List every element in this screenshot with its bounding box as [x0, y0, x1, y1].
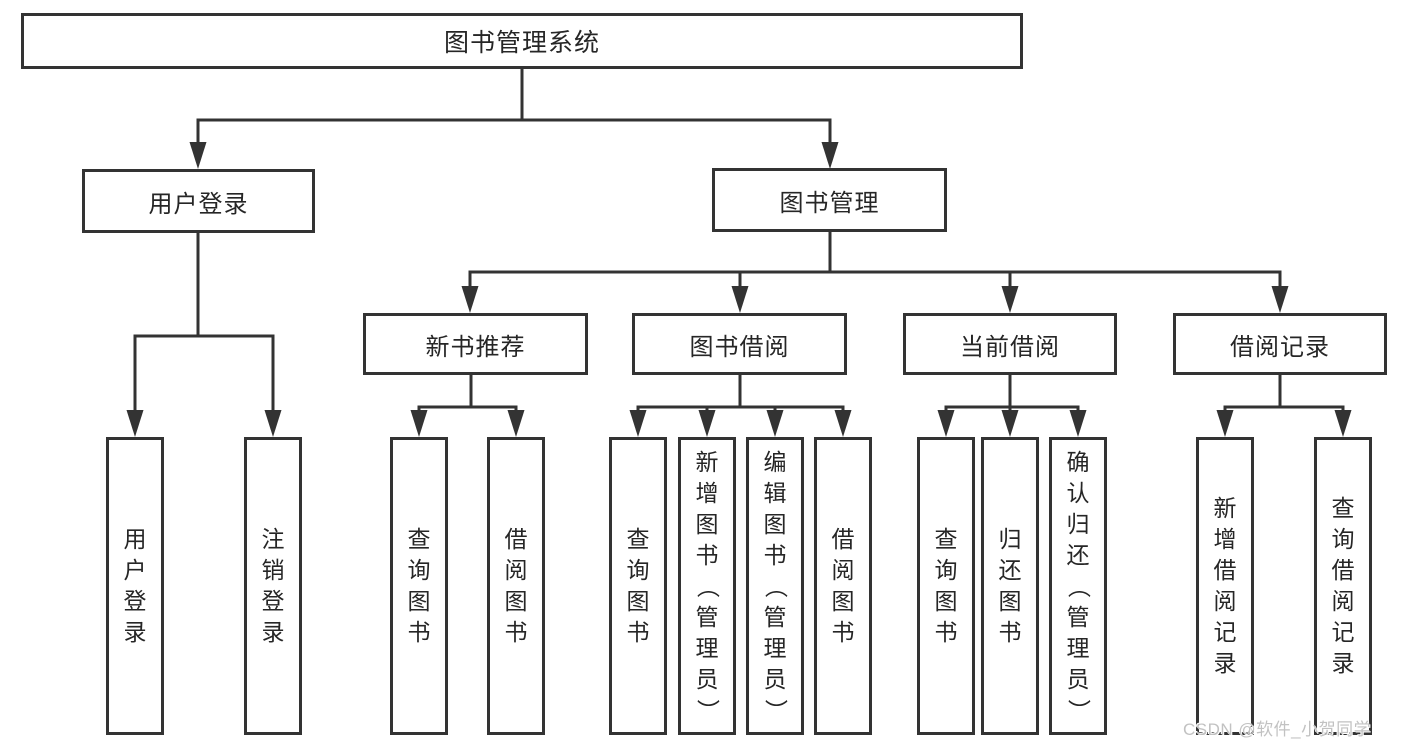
node-label: 借阅图书	[504, 526, 528, 645]
node-label: 用户登录	[123, 526, 147, 645]
leaf-borrow-books-recommend: 借阅图书	[487, 437, 545, 735]
leaf-add-borrow-record: 新增借阅记录	[1196, 437, 1254, 735]
node-label: 借阅图书	[831, 526, 855, 645]
leaf-query-books-current: 查询图书	[917, 437, 975, 735]
node-label: 查询图书	[626, 526, 650, 645]
node-book-management: 图书管理	[712, 168, 947, 232]
node-label: 新增图书（管理员）	[694, 448, 721, 722]
node-label: 查询图书	[934, 526, 958, 645]
leaf-return-book: 归还图书	[981, 437, 1039, 735]
csdn-watermark: CSDN @软件_小贺同学	[1183, 720, 1372, 739]
leaf-query-books-recommend: 查询图书	[390, 437, 448, 735]
leaf-query-borrow-record: 查询借阅记录	[1314, 437, 1372, 735]
node-label: 新增借阅记录	[1213, 495, 1237, 676]
leaf-add-book-admin: 新增图书（管理员）	[678, 437, 736, 735]
node-label: 图书借阅	[689, 333, 790, 361]
node-current-borrowing: 当前借阅	[903, 313, 1117, 375]
leaf-borrow-books: 借阅图书	[814, 437, 872, 735]
node-library-management-system: 图书管理系统	[21, 13, 1023, 69]
node-label: 确认归还（管理员）	[1065, 448, 1092, 722]
node-label: 注销登录	[261, 526, 285, 645]
leaf-edit-book-admin: 编辑图书（管理员）	[746, 437, 804, 735]
leaf-user-login: 用户登录	[106, 437, 164, 735]
node-label: 归还图书	[998, 526, 1022, 645]
node-label: 新书推荐	[425, 333, 526, 361]
node-label: 编辑图书（管理员）	[762, 448, 789, 722]
node-label: 借阅记录	[1230, 333, 1330, 361]
node-label: 查询图书	[407, 526, 431, 645]
node-new-book-recommendation: 新书推荐	[363, 313, 588, 375]
node-label: 查询借阅记录	[1331, 495, 1355, 676]
leaf-query-books-borrow: 查询图书	[609, 437, 667, 735]
node-label: 图书管理	[779, 189, 880, 217]
leaf-confirm-return-admin: 确认归还（管理员）	[1049, 437, 1107, 735]
leaf-logout: 注销登录	[244, 437, 302, 735]
node-label: 当前借阅	[960, 333, 1060, 361]
node-label: 图书管理系统	[443, 29, 600, 57]
node-user-login: 用户登录	[82, 169, 315, 233]
node-label: 用户登录	[148, 190, 249, 218]
node-book-borrowing: 图书借阅	[632, 313, 847, 375]
node-borrowing-records: 借阅记录	[1173, 313, 1387, 375]
